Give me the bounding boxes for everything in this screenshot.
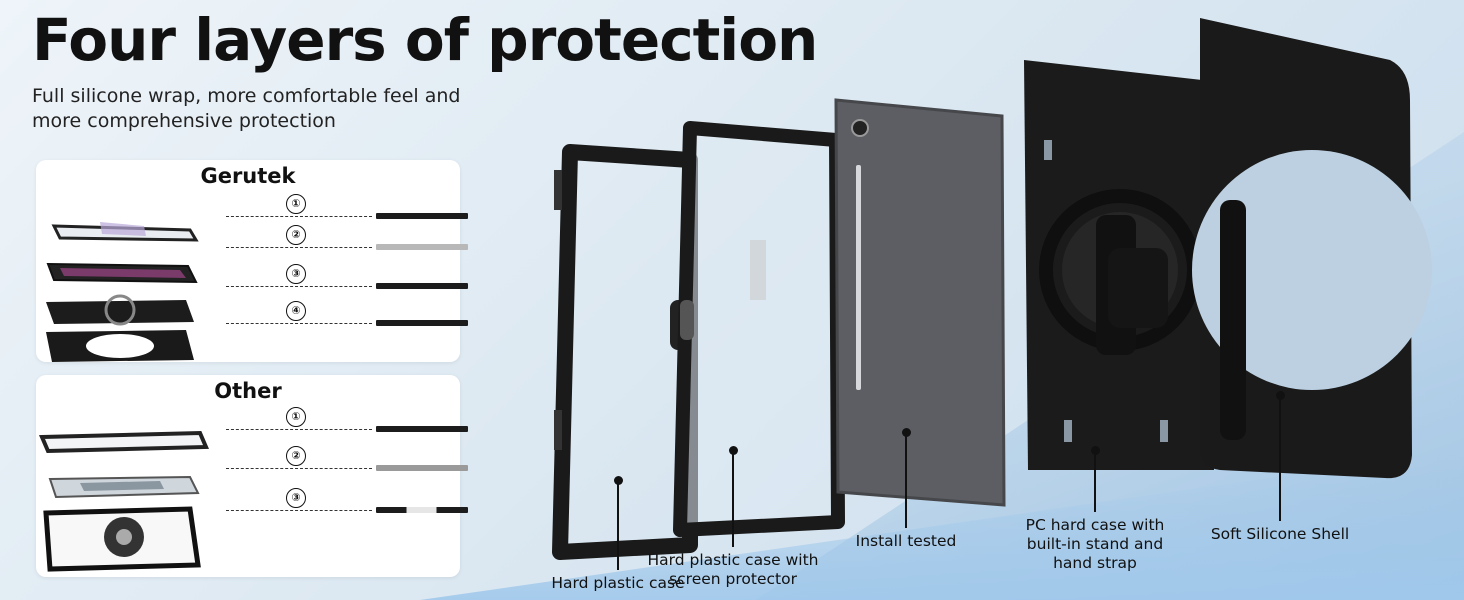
subheadline: Full silicone wrap, more comfortable fee…: [32, 85, 461, 132]
gerutek-layers-illustration: [46, 222, 199, 362]
callout-pointer-line: [905, 432, 907, 528]
callout-pointer-line: [732, 450, 734, 547]
gerutek-layer-thickness-bar: [376, 244, 468, 250]
gerutek-layer-number: ②: [286, 225, 306, 245]
gerutek-layer-thickness-bar: [376, 213, 468, 219]
callout-pointer-line: [1094, 450, 1096, 512]
pc-hard-case: [1024, 60, 1214, 470]
headline: Four layers of protection: [32, 6, 818, 74]
other-layer-thickness-bar: [376, 507, 468, 513]
gerutek-layer-thickness-bar: [376, 320, 468, 326]
soft-silicone-shell: [1192, 18, 1432, 479]
callout-pointer-line: [1279, 395, 1281, 521]
other-layer-leader-line: [226, 468, 372, 469]
gerutek-layer-number: ①: [286, 194, 306, 214]
case-layers-illustration: [552, 18, 1432, 560]
other-layer-leader-line: [226, 510, 372, 511]
gerutek-title: Gerutek: [200, 164, 296, 188]
callout-label: PC hard case with built-in stand and han…: [1025, 516, 1165, 572]
hard-plastic-case-frame: [552, 144, 698, 560]
gerutek-layer-number: ④: [286, 301, 306, 321]
other-layers-illustration: [38, 430, 210, 572]
gerutek-layer-number: ③: [286, 264, 306, 284]
callout-label: Install tested: [855, 532, 957, 550]
callout-label: Hard plastic case: [551, 574, 685, 592]
other-layer-thickness-bar: [376, 465, 468, 471]
tablet-device: [834, 98, 1006, 507]
gerutek-layer-leader-line: [226, 216, 372, 217]
other-layer-number: ③: [286, 488, 306, 508]
gerutek-layer-leader-line: [226, 247, 372, 248]
gerutek-layer-thickness-bar: [376, 283, 468, 289]
other-title: Other: [214, 379, 282, 403]
other-layer-thickness-bar: [376, 426, 468, 432]
other-layer-number: ②: [286, 446, 306, 466]
callout-label: Hard plastic case with screen protector: [647, 551, 819, 588]
gerutek-layer-leader-line: [226, 323, 372, 324]
gerutek-comparison-panel: Gerutek ① ② ③ ④: [36, 160, 468, 362]
other-comparison-panel: Other ① ② ③: [36, 375, 468, 577]
other-layer-leader-line: [226, 429, 372, 430]
callout-label: Soft Silicone Shell: [1210, 525, 1350, 543]
gerutek-layer-leader-line: [226, 286, 372, 287]
other-layer-number: ①: [286, 407, 306, 427]
callout-pointer-line: [617, 480, 619, 570]
screen-protector-case: [673, 121, 845, 537]
